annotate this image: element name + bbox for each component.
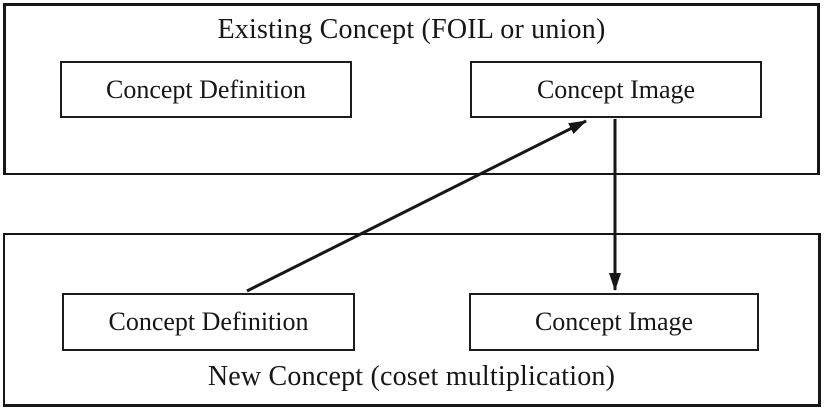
existing-concept-definition-label: Concept Definition — [105, 74, 306, 104]
new-concept-image-box: Concept Image — [469, 293, 759, 351]
existing-concept-definition-box: Concept Definition — [60, 61, 352, 118]
new-concept-definition-label: Concept Definition — [108, 307, 309, 336]
new-concept-definition-box: Concept Definition — [62, 293, 355, 351]
existing-concept-image-label: Concept Image — [536, 74, 696, 104]
existing-concept-image-box: Concept Image — [470, 61, 762, 118]
new-concept-title: New Concept (coset multiplication) — [207, 361, 616, 392]
existing-concept-title: Existing Concept (FOIL or union) — [217, 14, 606, 45]
new-concept-image-label: Concept Image — [534, 307, 694, 336]
